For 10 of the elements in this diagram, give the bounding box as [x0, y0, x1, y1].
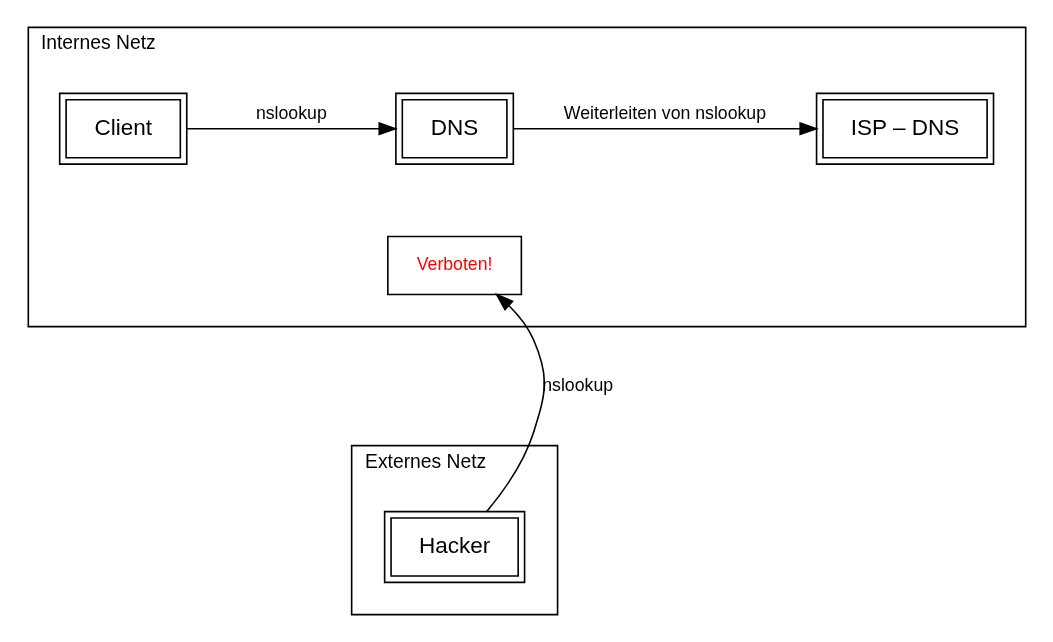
edge-label: Weiterleiten von nslookup [563, 102, 766, 123]
arrow [485, 293, 545, 513]
node-box: Hacker [383, 510, 525, 584]
arrow [185, 122, 398, 136]
edge-label: nslookup [255, 102, 327, 123]
node-box: DNS [394, 92, 514, 165]
node-box: Client [58, 92, 188, 165]
node-box: Verboten! [386, 235, 522, 296]
node-box: ISP – DNS [815, 92, 994, 165]
arrow [512, 122, 819, 136]
